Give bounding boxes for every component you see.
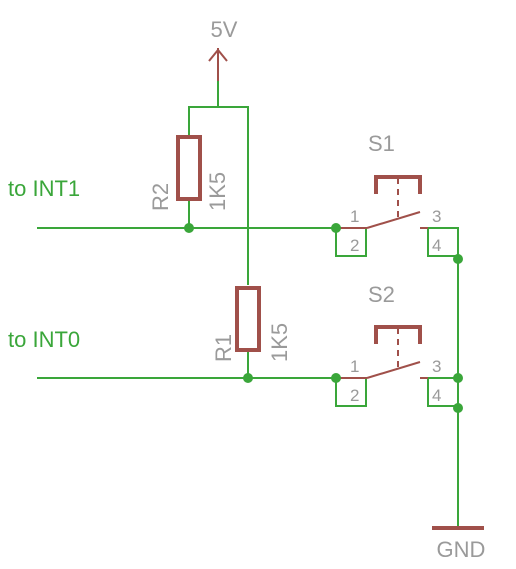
ground-label: GND	[437, 537, 486, 562]
junction-dot	[243, 373, 253, 383]
wires	[37, 81, 459, 528]
resistor-r1-body	[235, 286, 261, 352]
junction-dot	[184, 223, 194, 233]
resistor-r2-name: R2	[148, 183, 173, 211]
net-label-int0: to INT0	[8, 327, 80, 352]
junction-dot	[453, 254, 463, 264]
switch-s1-pin1: 1	[350, 207, 359, 226]
switch-s1-symbol	[336, 175, 428, 229]
switch-s1-name: S1	[368, 131, 395, 156]
switch-s2-pin1: 1	[350, 357, 359, 376]
junction-dot	[331, 223, 341, 233]
switch-s2-pin3: 3	[432, 357, 441, 376]
vcc-supply-symbol	[208, 48, 228, 82]
switch-s2-pin2: 2	[350, 386, 359, 405]
switch-s1-pin4: 4	[432, 236, 441, 255]
resistor-r2-body	[176, 135, 202, 201]
switch-s2-symbol	[336, 325, 428, 379]
switch-s1-pin3: 3	[432, 207, 441, 226]
switch-s1-pin2: 2	[350, 236, 359, 255]
resistor-r2-value: 1K5	[205, 172, 230, 211]
resistor-r1-name: R1	[211, 334, 236, 362]
junction-dot	[331, 373, 341, 383]
junction-dot	[453, 373, 463, 383]
switch-s2-name: S2	[368, 282, 395, 307]
net-label-int1: to INT1	[8, 176, 80, 201]
junction-dot	[453, 403, 463, 413]
supply-label: 5V	[211, 17, 238, 42]
resistor-r1-value: 1K5	[267, 323, 292, 362]
switch-s2-pin4: 4	[432, 386, 441, 405]
